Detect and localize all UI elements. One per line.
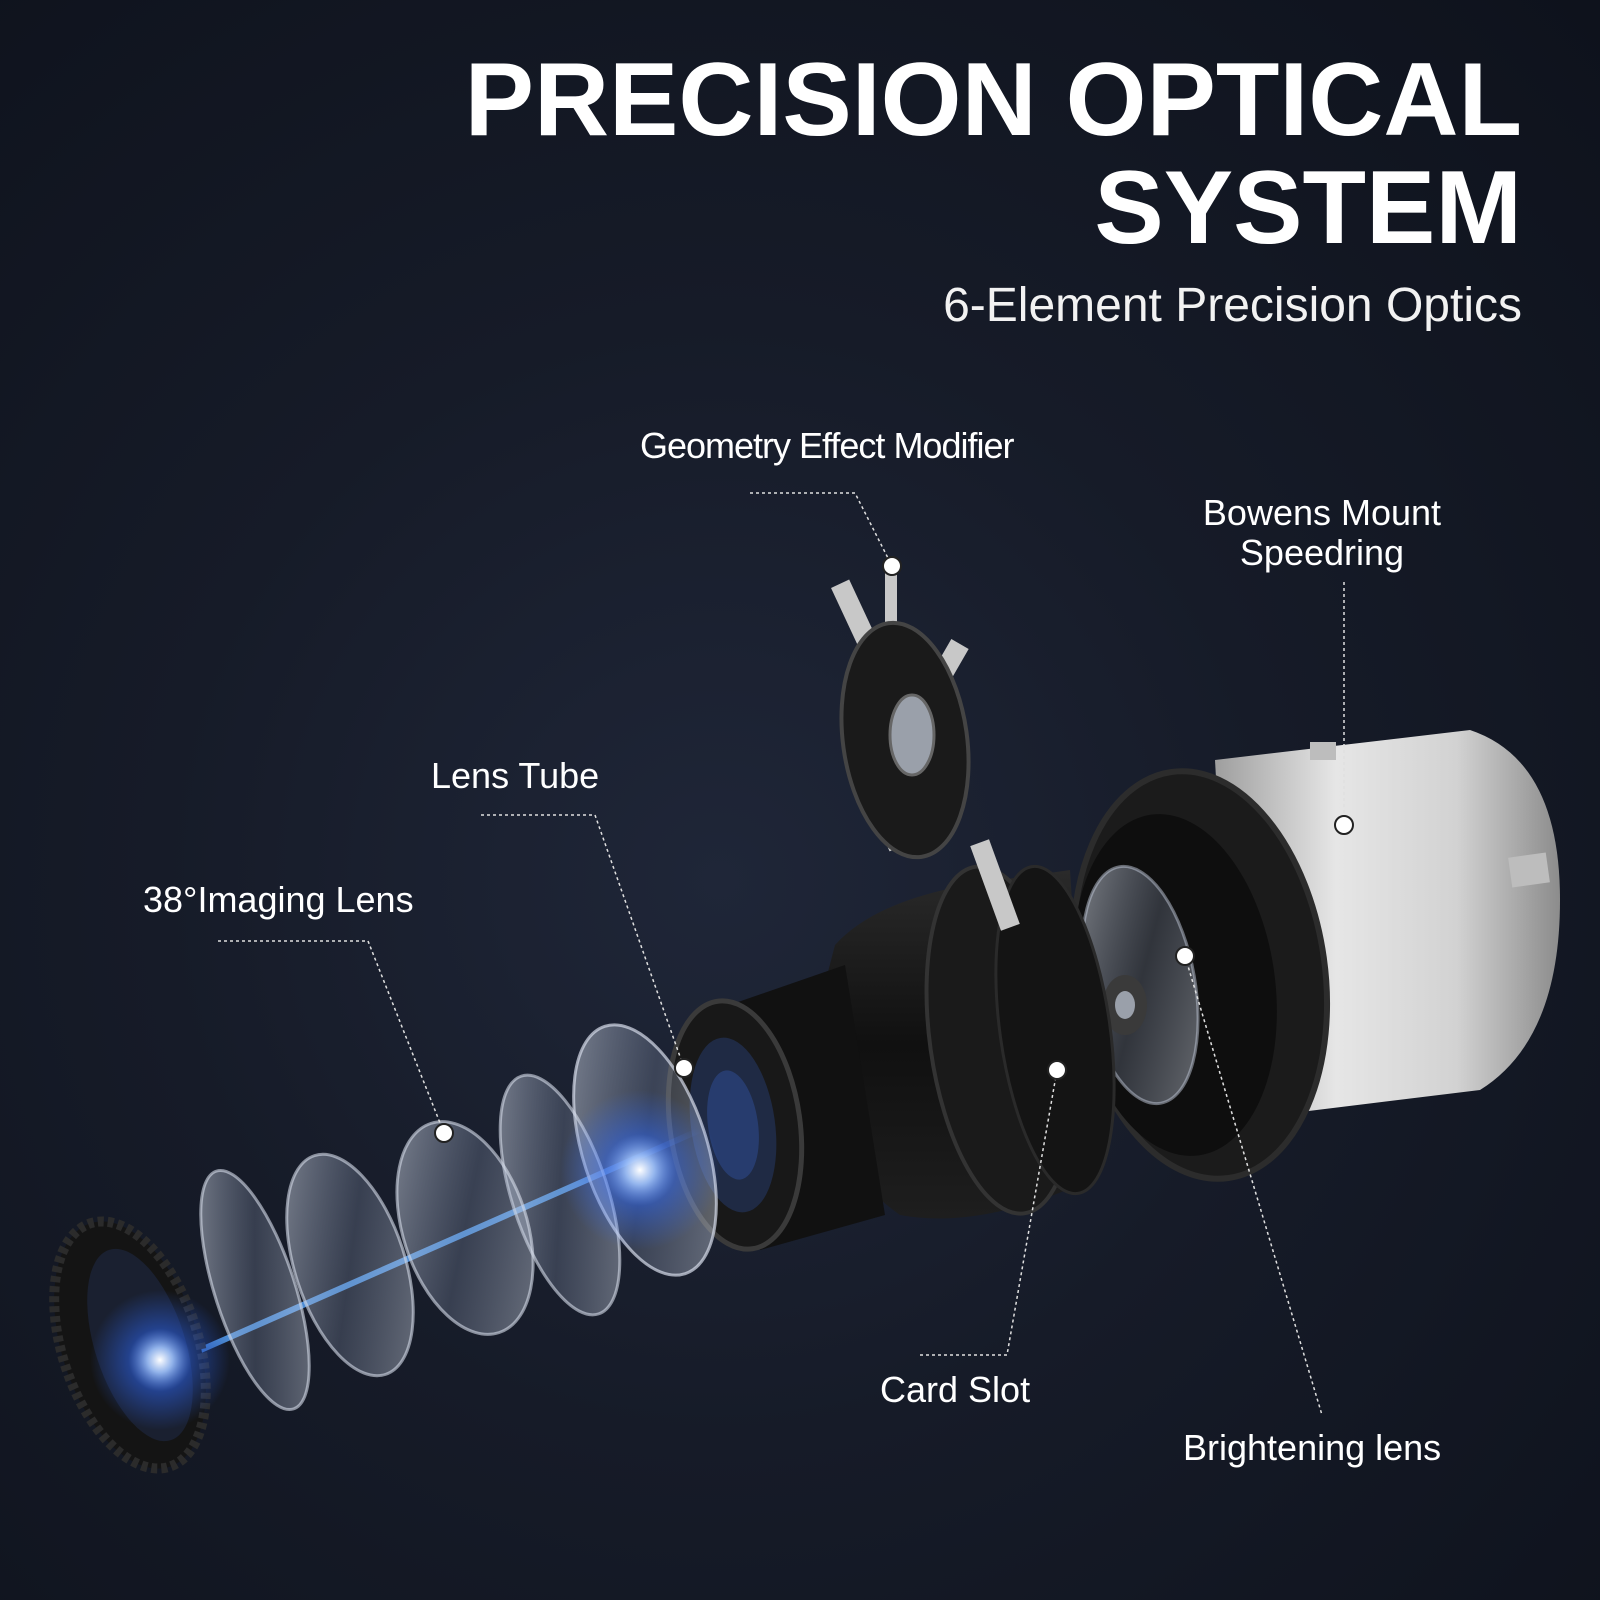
label-lens-tube: Lens Tube [431, 755, 600, 796]
glass-element-2 [199, 1168, 311, 1412]
lens-body [805, 864, 1116, 1219]
leader-card-slot [920, 1069, 1058, 1356]
label-bowens-mount-speedring: Bowens Mount Speedring [1195, 492, 1449, 574]
leader-imaging [218, 940, 445, 1134]
dot-card-slot [1047, 1060, 1067, 1080]
leader-lens-tube [481, 814, 685, 1069]
glass-element-3 [285, 1152, 415, 1378]
label-brightening-lens: Brightening lens [1183, 1427, 1442, 1468]
callout-dots [434, 556, 1354, 1143]
leader-geometry [750, 492, 893, 567]
title-line-1: PRECISION OPTICAL [464, 42, 1522, 158]
dot-bowens [1334, 815, 1354, 835]
leader-brightening [1184, 955, 1323, 1416]
glow-flare [560, 1090, 720, 1250]
glass-element-4 [395, 1120, 535, 1336]
glow-flare [90, 1290, 230, 1430]
geometry-effect-modifier [831, 560, 1020, 931]
dot-geometry [882, 556, 902, 576]
label-geometry-effect-modifier: Geometry Effect Modifier [640, 425, 1014, 466]
label-bowens-line-2: Speedring [1239, 532, 1405, 574]
leader-lines [218, 492, 1345, 1416]
dot-brightening [1175, 946, 1195, 966]
subtitle: 6-Element Precision Optics [943, 279, 1522, 332]
title-line-2: SYSTEM [1094, 150, 1522, 266]
dot-imaging [434, 1123, 454, 1143]
dot-lens-tube [674, 1058, 694, 1078]
label-card-slot: Card Slot [880, 1369, 1031, 1410]
label-bowens-line-1: Bowens Mount [1202, 492, 1442, 533]
label-imaging-lens: 38°Imaging Lens [143, 879, 414, 920]
